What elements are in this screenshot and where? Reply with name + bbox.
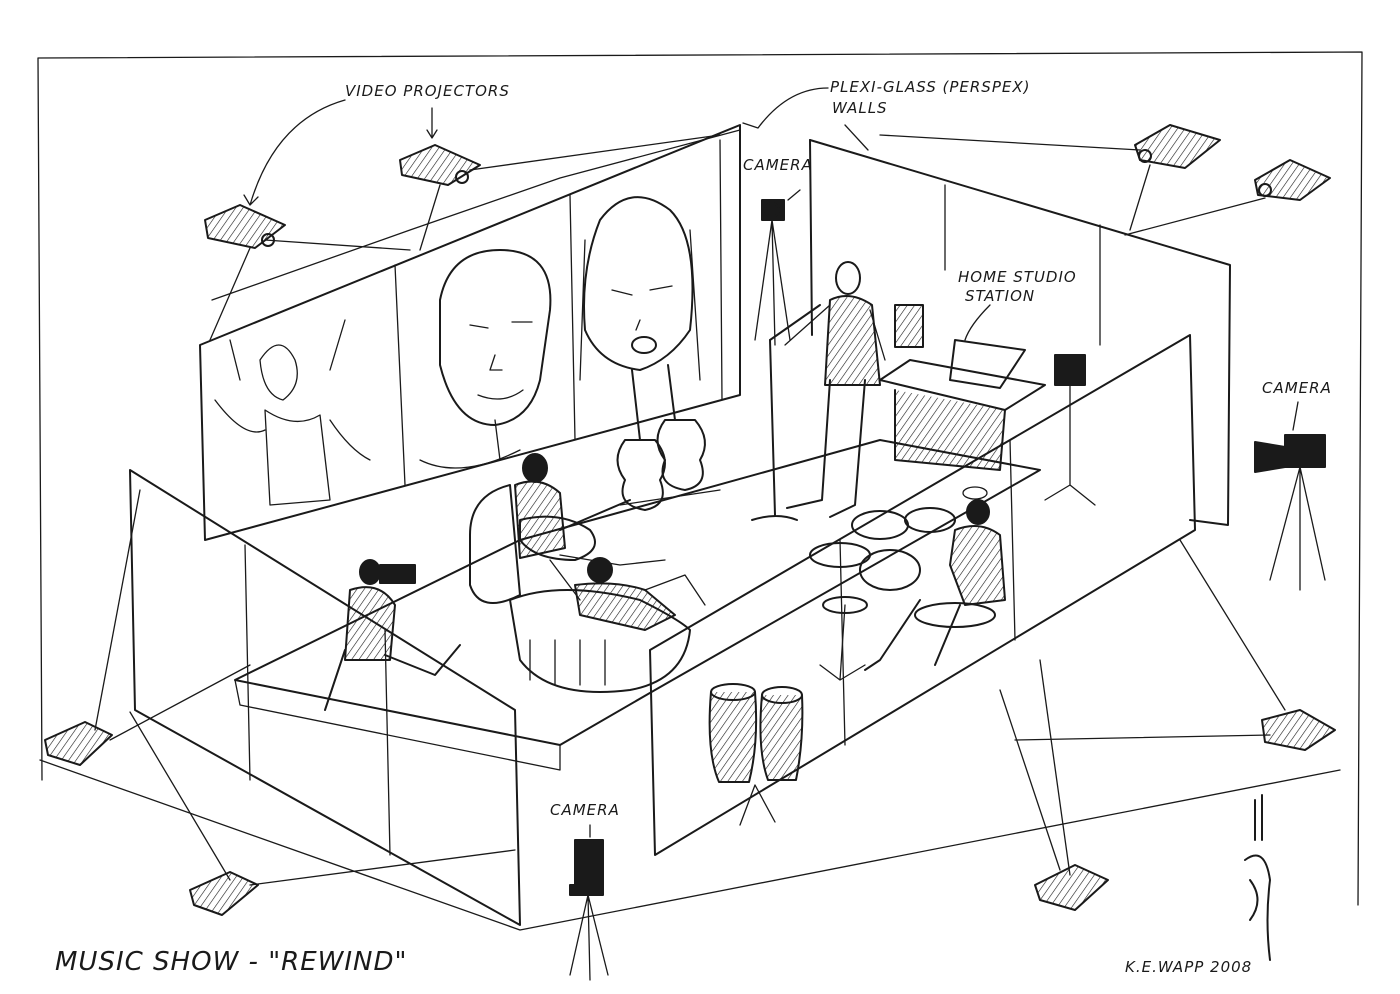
label-plexi-glass-line1: PLEXI-GLASS (PERSPEX) — [830, 78, 1030, 96]
camera-tripod-bottom — [569, 839, 609, 981]
back-wall-screens — [199, 124, 741, 541]
label-home-studio-line2: STATION — [965, 287, 1035, 305]
projected-woman-face — [579, 196, 701, 381]
drum-kit — [809, 486, 988, 681]
listener-figure — [574, 557, 706, 631]
projector-3 — [1134, 124, 1221, 169]
label-camera-bottom: CAMERA — [550, 801, 620, 819]
label-camera-right: CAMERA — [1262, 379, 1332, 397]
projector-6 — [1261, 709, 1336, 751]
projector-5 — [44, 721, 113, 766]
projector-2 — [204, 204, 286, 249]
label-plexi-glass-line2: WALLS — [832, 99, 888, 117]
guitars-on-stand — [616, 364, 721, 511]
projector-7 — [189, 871, 259, 916]
projected-dancer-image — [214, 319, 371, 506]
projector-4 — [1254, 159, 1331, 201]
guitarist-figure — [514, 453, 666, 601]
bean-bags — [469, 484, 691, 693]
camera-tripod-top — [754, 199, 791, 346]
drummer-figure — [864, 499, 1006, 671]
artist-signature: K.E.WAPP 2008 — [1125, 958, 1252, 976]
conga-drums — [708, 683, 804, 826]
label-camera-top: CAMERA — [743, 156, 813, 174]
annotation-leaders — [243, 87, 1299, 838]
artist-monogram — [1244, 794, 1271, 961]
home-studio-station — [879, 304, 1096, 506]
room-frame — [37, 51, 1363, 931]
label-video-projectors: VIDEO PROJECTORS — [345, 82, 510, 100]
camera-tripod-right — [1254, 434, 1326, 591]
projector-1 — [399, 144, 481, 186]
projector-beams — [94, 134, 1286, 886]
cameraman-figure — [324, 559, 461, 711]
singer-figure — [751, 261, 886, 521]
projected-man-face — [419, 249, 552, 469]
drawing-title: MUSIC SHOW - "REWIND" — [55, 947, 407, 977]
projector-8 — [1034, 864, 1109, 911]
right-plexi-wall — [809, 139, 1231, 526]
label-home-studio-line1: HOME STUDIO — [958, 268, 1077, 286]
